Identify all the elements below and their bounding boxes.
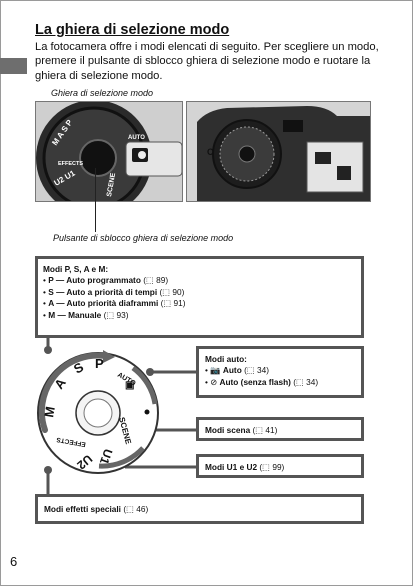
psam-arc <box>38 352 108 433</box>
list-item: • ⊘ Auto (senza flash) (⬚ 34) <box>205 376 319 387</box>
photo-letter-c: C <box>207 147 214 157</box>
page-ref: (⬚ 91) <box>160 298 186 309</box>
page-ref: (⬚ 89) <box>143 275 169 285</box>
mode-label: Auto (senza flash) <box>219 376 291 387</box>
scene-modes-box: Modi scena (⬚ 41) <box>196 417 364 441</box>
dial-caption: Ghiera di selezione modo <box>51 88 154 98</box>
mode-dial-diagram: M A S P AUTO ▣ SCENE U1 U2 EFFECTS <box>37 350 159 474</box>
mode-label: Modi U1 e U2 <box>205 462 258 472</box>
list-item: • M — Manuale (⬚ 93) <box>43 310 129 321</box>
mode-label: Manuale <box>68 310 102 321</box>
modes-psam-list: • P — Auto programmato (⬚ 89) • S — Auto… <box>43 275 356 322</box>
list-item: • P — Auto programmato (⬚ 89) <box>43 275 169 285</box>
photo-auto-label: AUTO <box>128 135 145 141</box>
mode-label: Auto <box>222 365 242 375</box>
page-ref: (⬚ 34) <box>293 376 319 387</box>
modes-psam-title: Modi P, S, A e M: <box>43 264 109 274</box>
auto-modes-list: • 📷 Auto (⬚ 34) • ⊘ Auto (senza flash) (… <box>205 365 355 388</box>
dial-camera-icon: ▣ <box>125 380 134 391</box>
mode-code: S <box>48 286 54 297</box>
camera-top-photo: C <box>186 101 371 202</box>
mode-label: Auto a priorità di tempi <box>66 286 158 297</box>
mode-dial-photo: M A S P EFFECTS U2 U1 SCENE AUTO <box>35 101 183 202</box>
list-item: • 📷 Auto (⬚ 34) <box>205 365 269 375</box>
section-tab <box>0 58 27 74</box>
effects-modes-box: Modi effetti speciali (⬚ 46) <box>35 494 364 524</box>
mode-code: P <box>48 275 54 285</box>
no-flash-icon: ⊘ <box>210 376 218 387</box>
mode-code: M <box>48 310 56 321</box>
auto-modes-title: Modi auto: <box>205 354 247 364</box>
dial-label-m: M <box>41 405 58 418</box>
intro-paragraph: La fotocamera offre i modi elencati di s… <box>35 41 379 82</box>
release-button-caption: Pulsante di sblocco ghiera di selezione … <box>53 233 234 243</box>
photo-effects-label: EFFECTS <box>58 161 83 167</box>
mode-code: A <box>48 298 54 309</box>
photo-scene-label: SCENE <box>106 172 117 197</box>
page-ref: (⬚ 41) <box>252 425 278 435</box>
list-item: • A — Auto priorità diaframmi (⬚ 91) <box>43 298 186 309</box>
auto-modes-box: Modi auto: • 📷 Auto (⬚ 34) • ⊘ Auto (sen… <box>196 346 364 398</box>
auto-camera-icon: 📷 <box>210 365 221 375</box>
page-number: 6 <box>10 554 18 569</box>
page-ref: (⬚ 90) <box>159 286 185 297</box>
page-ref: (⬚ 99) <box>259 462 285 472</box>
modes-psam-box: Modi P, S, A e M: • P — Auto programmato… <box>35 256 364 338</box>
mode-label: Modi scena <box>205 425 251 435</box>
dial-label-p: P <box>95 356 104 371</box>
release-button-pointer <box>95 168 96 232</box>
page-ref: (⬚ 46) <box>123 504 149 514</box>
dial-label-u1: U1 <box>97 447 116 467</box>
mode-label: Modi effetti speciali <box>44 504 121 514</box>
page-title: La ghiera di selezione modo <box>35 22 230 38</box>
mode-label: Auto priorità diaframmi <box>66 298 159 309</box>
page-ref: (⬚ 93) <box>103 310 129 321</box>
list-item: • S — Auto a priorità di tempi (⬚ 90) <box>43 286 185 297</box>
page-ref: (⬚ 34) <box>244 365 269 375</box>
mode-label: Auto programmato <box>66 275 141 285</box>
